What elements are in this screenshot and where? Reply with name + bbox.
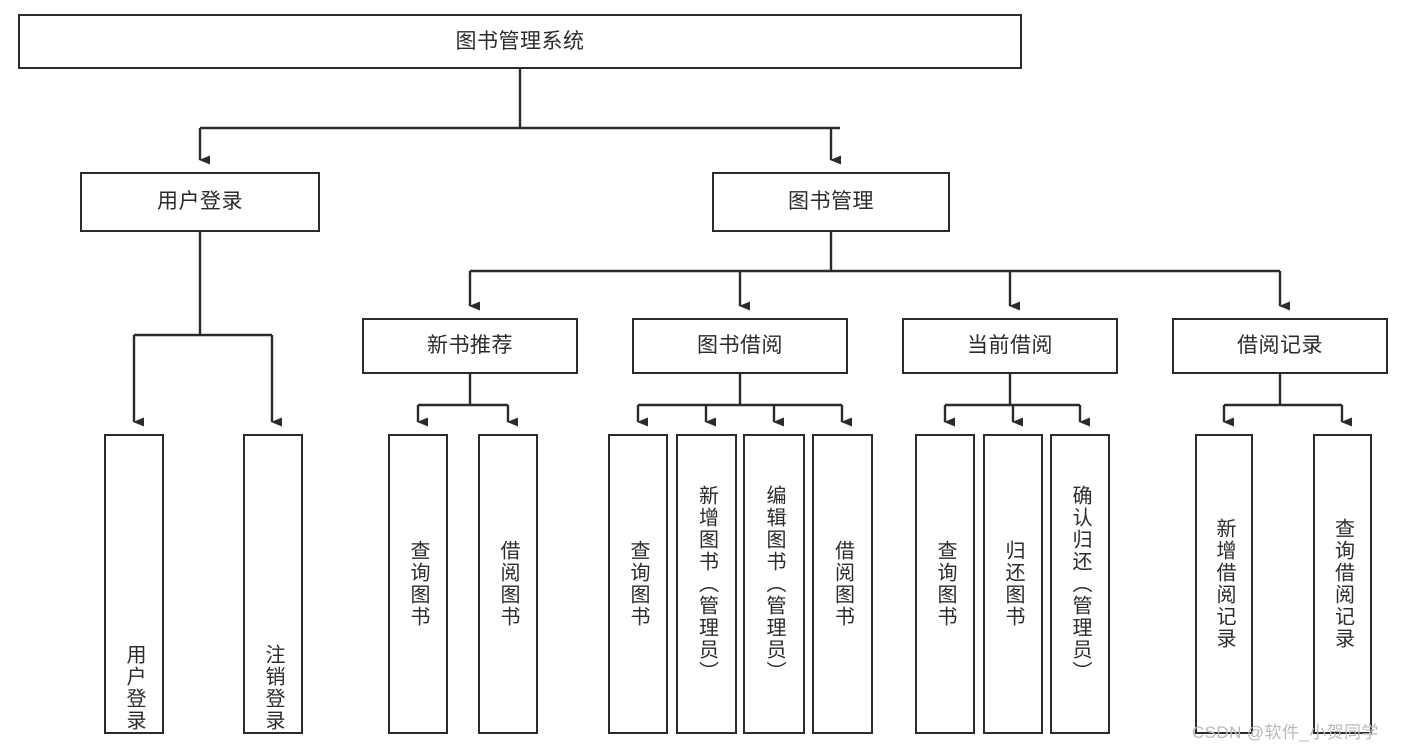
node-leaf-borrow-book-2-label: 借阅图书 (831, 540, 854, 628)
edge-group-root (198, 69, 841, 165)
node-leaf-return-book-label: 归还图书 (1002, 540, 1024, 628)
node-leaf-query-book-2[interactable]: 查询图书 (608, 434, 668, 734)
node-leaf-user-login[interactable]: 用户登录 (104, 434, 164, 734)
node-book-manage[interactable]: 图书管理 (712, 172, 950, 232)
node-root[interactable]: 图书管理系统 (18, 14, 1022, 69)
node-new-book-recommend[interactable]: 新书推荐 (362, 318, 578, 374)
edge-group-book-manage (468, 232, 1290, 311)
node-leaf-user-login-label: 用户登录 (123, 644, 145, 732)
node-leaf-borrow-book-1-label: 借阅图书 (497, 540, 519, 628)
node-current-borrow-label: 当前借阅 (967, 334, 1053, 358)
node-leaf-query-borrow-record[interactable]: 查询借阅记录 (1313, 434, 1372, 734)
node-user-login[interactable]: 用户登录 (80, 172, 320, 232)
node-user-login-label: 用户登录 (157, 190, 243, 214)
node-leaf-confirm-return-admin-label: 确认归还（管理员） (1069, 485, 1091, 683)
node-book-borrow[interactable]: 图书借阅 (632, 318, 848, 374)
edge-group-borrow-record (1222, 374, 1352, 427)
node-leaf-query-book-1-label: 查询图书 (407, 540, 429, 628)
node-leaf-confirm-return-admin[interactable]: 确认归还（管理员） (1050, 434, 1110, 734)
node-current-borrow[interactable]: 当前借阅 (902, 318, 1118, 374)
node-leaf-borrow-book-2[interactable]: 借阅图书 (812, 434, 873, 734)
node-leaf-borrow-book-1[interactable]: 借阅图书 (478, 434, 538, 734)
node-leaf-query-book-3-label: 查询图书 (934, 540, 956, 628)
node-leaf-user-logout-label: 注销登录 (262, 644, 284, 732)
node-leaf-query-book-3[interactable]: 查询图书 (915, 434, 975, 734)
node-leaf-edit-book-admin[interactable]: 编辑图书（管理员） (743, 434, 805, 734)
node-leaf-add-book-admin-label: 新增图书（管理员） (695, 485, 718, 683)
edge-group-new-book-recommend (416, 374, 518, 427)
node-borrow-record-label: 借阅记录 (1237, 334, 1323, 358)
node-leaf-user-logout[interactable]: 注销登录 (243, 434, 303, 734)
node-leaf-query-borrow-record-label: 查询借阅记录 (1331, 518, 1354, 650)
node-book-borrow-label: 图书借阅 (697, 334, 783, 358)
node-leaf-add-book-admin[interactable]: 新增图书（管理员） (676, 434, 737, 734)
node-leaf-query-book-2-label: 查询图书 (627, 540, 649, 628)
node-borrow-record[interactable]: 借阅记录 (1172, 318, 1388, 374)
node-leaf-edit-book-admin-label: 编辑图书（管理员） (763, 485, 785, 683)
node-leaf-add-borrow-record[interactable]: 新增借阅记录 (1195, 434, 1253, 734)
edge-group-user-login (132, 232, 282, 427)
node-book-manage-label: 图书管理 (788, 190, 874, 214)
node-leaf-query-book-1[interactable]: 查询图书 (388, 434, 448, 734)
node-leaf-return-book[interactable]: 归还图书 (983, 434, 1043, 734)
edge-group-book-borrow (636, 374, 852, 427)
node-root-label: 图书管理系统 (455, 29, 585, 53)
node-leaf-add-borrow-record-label: 新增借阅记录 (1213, 518, 1235, 650)
edge-group-current-borrow (943, 374, 1090, 427)
node-new-book-recommend-label: 新书推荐 (427, 334, 513, 358)
